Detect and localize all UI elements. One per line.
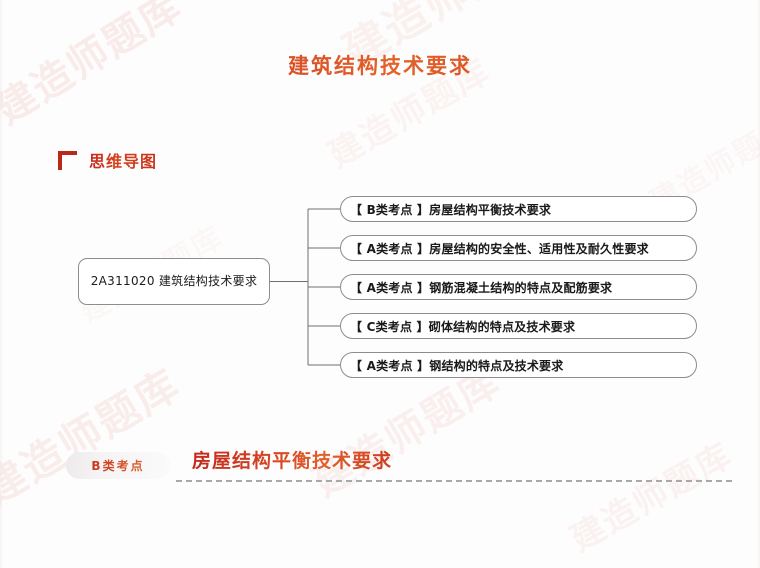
- mindmap-branch-node[interactable]: 【 A类考点 】房屋结构的安全性、适用性及耐久性要求: [340, 235, 697, 261]
- bottom-section-banner: B类考点 房屋结构平衡技术要求: [0, 440, 760, 500]
- mindmap-branch-label: 【 C类考点 】砌体结构的特点及技术要求: [350, 319, 576, 334]
- mindmap-branch-node[interactable]: 【 B类考点 】房屋结构平衡技术要求: [340, 196, 697, 222]
- mindmap-branch-node[interactable]: 【 C类考点 】砌体结构的特点及技术要求: [340, 313, 697, 339]
- section-heading: 思维导图: [58, 148, 157, 172]
- mindmap-branch-label: 【 A类考点 】钢筋混凝土结构的特点及配筋要求: [350, 280, 613, 295]
- page-title: 建筑结构技术要求: [0, 50, 760, 80]
- mindmap-branch-label: 【 B类考点 】房屋结构平衡技术要求: [350, 202, 552, 217]
- section-heading-label: 思维导图: [89, 148, 157, 172]
- mindmap-branch-node[interactable]: 【 A类考点 】钢结构的特点及技术要求: [340, 352, 697, 378]
- slide-right-edge: [755, 0, 760, 568]
- bottom-section-title: 房屋结构平衡技术要求: [192, 446, 392, 473]
- corner-bracket-icon: [58, 150, 77, 170]
- mindmap-root-label: 2A311020 建筑结构技术要求: [90, 274, 258, 288]
- mindmap-branch-node[interactable]: 【 A类考点 】钢筋混凝土结构的特点及配筋要求: [340, 274, 697, 300]
- mindmap-root-node[interactable]: 2A311020 建筑结构技术要求: [78, 258, 270, 305]
- mindmap-branch-label: 【 A类考点 】钢结构的特点及技术要求: [350, 358, 564, 373]
- dashed-divider: [176, 480, 732, 482]
- slide-left-edge: [0, 0, 5, 568]
- status-badge: B类考点: [66, 452, 170, 479]
- mindmap-branch-label: 【 A类考点 】房屋结构的安全性、适用性及耐久性要求: [350, 241, 649, 256]
- status-badge-label: B类考点: [91, 459, 145, 473]
